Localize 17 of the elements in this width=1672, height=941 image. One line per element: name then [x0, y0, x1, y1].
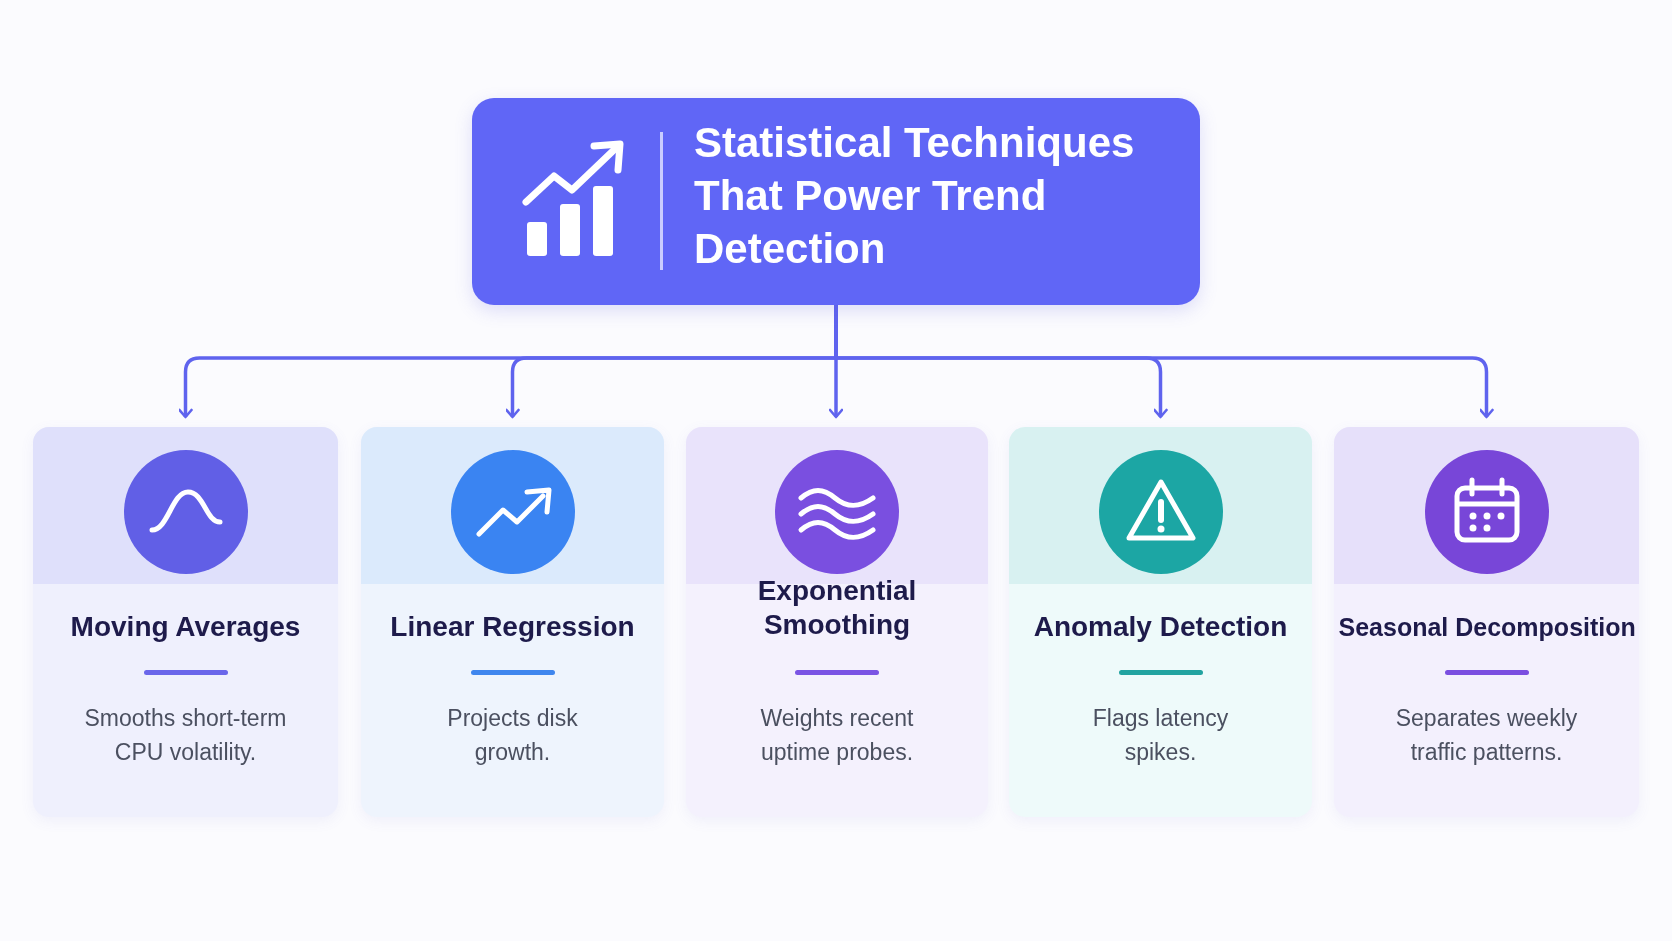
technique-description: Flags latency spikes. [1091, 704, 1230, 767]
title-text: Statistical Techniques That Power Trend Detection [694, 118, 1136, 274]
technique-title: Exponential Smoothing [756, 574, 918, 642]
technique-title: Seasonal Decomposition [1338, 612, 1635, 643]
technique-card [33, 427, 338, 817]
technique-card [1334, 427, 1639, 817]
technique-description: Separates weekly traffic patterns. [1394, 704, 1579, 767]
technique-description: Smooths short-term CPU volatility. [83, 704, 288, 767]
technique-description: Weights recent uptime probes. [759, 704, 915, 767]
technique-title: Linear Regression [389, 610, 636, 644]
technique-card [1009, 427, 1312, 817]
technique-card [361, 427, 664, 817]
technique-description: Projects disk growth. [446, 704, 579, 767]
title-box [472, 98, 1200, 305]
technique-card [686, 427, 988, 817]
technique-title: Moving Averages [69, 610, 302, 644]
technique-title: Anomaly Detection [1032, 610, 1289, 644]
